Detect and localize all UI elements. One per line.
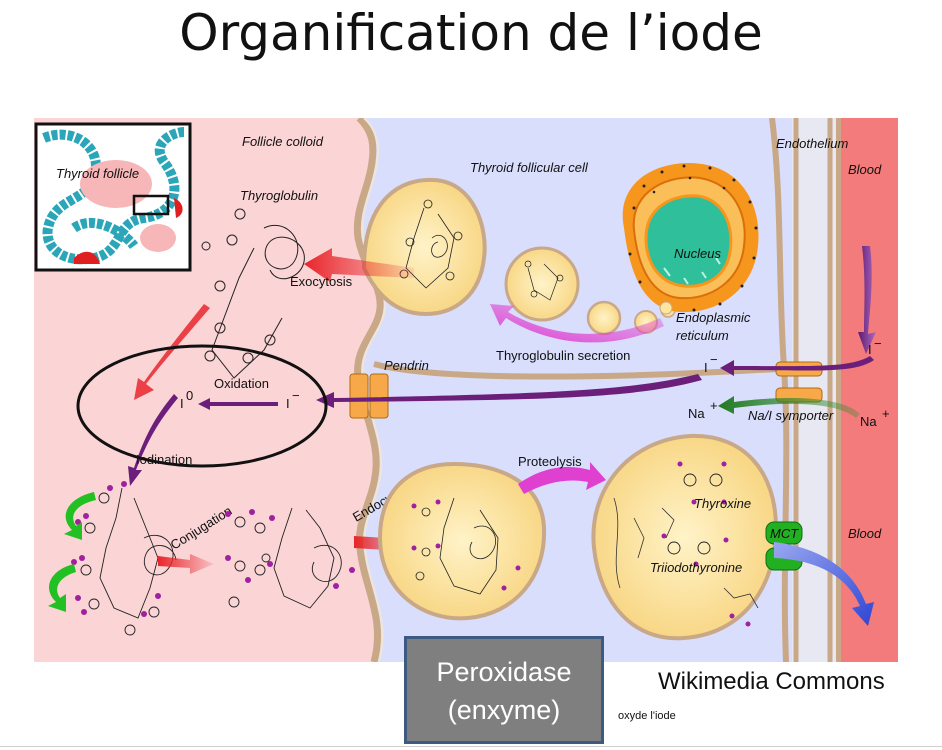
iodide-transport-arrow [316, 374, 702, 408]
iodination-green-arrow-2 [48, 564, 76, 612]
thyroglobulin-molecule [201, 208, 305, 379]
exocytosis-label: Exocytosis [290, 274, 353, 289]
follicle-colloid-label: Follicle colloid [242, 134, 324, 149]
thyroid-follicle-inset [34, 122, 192, 272]
conjugation-arrow [158, 554, 214, 574]
oxidation-highlight-ellipse [76, 344, 328, 468]
thyroglobulin-secretion-label: Thyroglobulin secretion [496, 348, 630, 363]
iodide-blood-arrow [858, 246, 876, 354]
iodide-colloid-label: I [286, 396, 290, 411]
endothelium-label: Endothelium [776, 136, 848, 151]
peroxidase-line2: (enxyme) [447, 695, 561, 725]
blood-bottom-label: Blood [848, 526, 882, 541]
iodide-blood-charge: − [874, 336, 882, 351]
iodine-atoms-hormones [661, 461, 751, 627]
secretion-vesicle-medium [586, 300, 622, 336]
iodide-cell-label: I [704, 360, 708, 375]
blood-top-label: Blood [848, 162, 882, 177]
triiodothyronine-label: Triiodothyronine [650, 560, 742, 575]
iodide-blood-label: I [868, 342, 872, 357]
iodination-green-arrow-1 [64, 492, 96, 540]
thyroxine-label: Thyroxine [694, 496, 751, 511]
na-cell-label: Na [688, 406, 705, 421]
iodide-cell-charge: − [710, 352, 718, 367]
pendrin-label: Pendrin [384, 358, 429, 373]
thyroid-follicle-label: Thyroid follicle [56, 166, 139, 181]
secretion-vesicle-large [504, 246, 580, 322]
iodination-arrow [128, 394, 178, 486]
blood-region [838, 118, 898, 662]
iodide-colloid-charge: − [292, 388, 300, 403]
cell-junction [373, 361, 795, 380]
sodium-arrow [718, 396, 860, 418]
blood-vessel-wall [836, 118, 841, 662]
hormone-structures [667, 473, 723, 555]
thyroglobulin-secretion-arrow [490, 304, 664, 343]
na-cell-charge: + [710, 398, 718, 413]
exocytosis-vesicle [361, 177, 487, 317]
iodine-organification-diagram: Thyroid follicle Follicle colloid Thyroi… [34, 118, 898, 662]
peroxidase-line1: Peroxidase [436, 657, 572, 687]
footnote: oxyde l'iode [618, 710, 676, 722]
image-credit: Wikimedia Commons [658, 668, 885, 695]
iodine-atoms-left [71, 481, 161, 617]
er-label-line1: Endoplasmic [676, 310, 751, 325]
secretion-vesicle-large-content [524, 260, 564, 301]
page-title: Organification de l’iode [179, 4, 763, 62]
mct-label: MCT [770, 526, 799, 541]
exocytosis-arrow [304, 248, 414, 282]
hormone-release-arrow [774, 542, 874, 626]
pendrin-channel [349, 373, 389, 419]
iodine-atoms-vesicle [411, 499, 521, 591]
proteolysis-fragments [613, 497, 759, 609]
proteolysis-vesicle [591, 433, 779, 641]
slide-divider [0, 746, 942, 747]
oxidation-label: Oxidation [214, 376, 269, 391]
oxidation-arrow [198, 398, 278, 410]
peroxidase-annotation: Peroxidase (enxyme) [404, 636, 604, 744]
conjugated-thyroglobulin [228, 507, 342, 609]
proteolysis-arrow [518, 462, 606, 494]
na-blood-label: Na [860, 414, 877, 429]
nucleus-with-er [622, 162, 759, 315]
iodinated-thyroglobulin [80, 487, 177, 636]
na-blood-charge: + [882, 406, 890, 421]
symporter-label: Na/I symporter [748, 408, 834, 423]
thyroglobulin-descent-arrow [134, 304, 210, 400]
iodide-symporter-arrow [720, 356, 874, 376]
iodine-atoms-middle [225, 509, 355, 589]
iodine-superscript: 0 [186, 388, 193, 403]
er-label-line2: reticulum [676, 328, 729, 343]
endocytosed-thyroglobulin [415, 497, 499, 595]
iodination-label: Iodination [136, 452, 192, 467]
thyroglobulin-label: Thyroglobulin [240, 188, 318, 203]
proteolysis-label: Proteolysis [518, 454, 582, 469]
endocytosis-vesicle [377, 461, 547, 621]
iodine-label: I [180, 396, 184, 411]
thyroid-follicular-cell-label: Thyroid follicular cell [470, 160, 589, 175]
nucleus-label: Nucleus [674, 246, 721, 261]
